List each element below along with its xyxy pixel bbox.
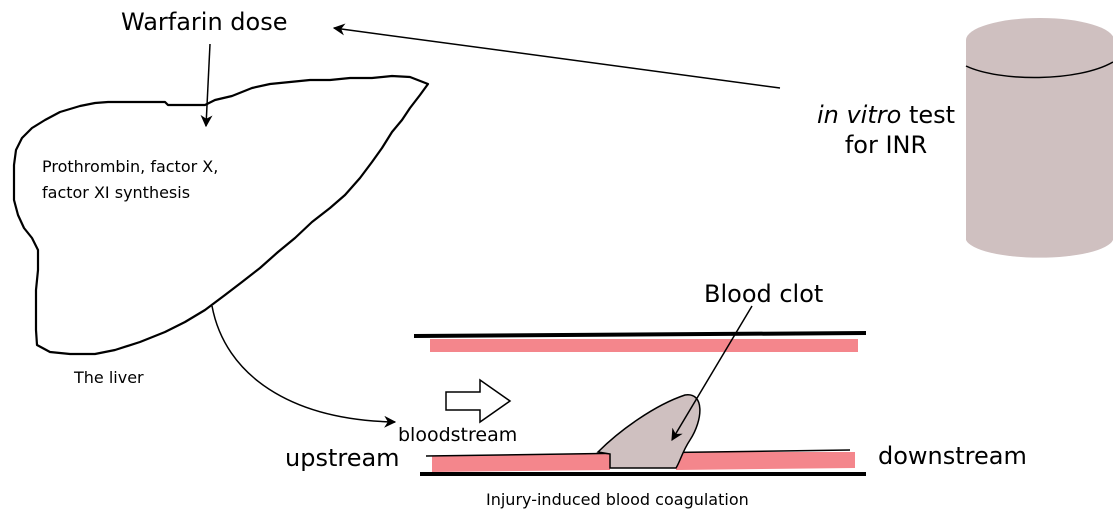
clot-label-arrow [672, 306, 752, 440]
liver-outline [14, 76, 428, 354]
inr-test-rest: test [901, 101, 955, 129]
vessel-top-line [414, 333, 866, 336]
vessel-top-wall [430, 339, 858, 352]
downstream-label: downstream [878, 442, 1027, 470]
upstream-label: upstream [285, 444, 400, 472]
flow-direction-arrow [446, 380, 510, 422]
bloodstream-label: bloodstream [398, 424, 517, 446]
liver-to-bloodstream-arrow [212, 306, 395, 422]
inr-test-line2: for INR [806, 130, 966, 160]
vessel-wall-right [676, 452, 855, 470]
inr-test-italic: in vitro [817, 101, 901, 129]
blood-clot-label: Blood clot [704, 280, 823, 308]
liver-synthesis-line1: Prothrombin, factor X, [42, 154, 218, 180]
liver-synthesis-line2: factor XI synthesis [42, 180, 218, 206]
inr-test-line1: in vitro test [806, 100, 966, 130]
liver-synthesis-label: Prothrombin, factor X, factor XI synthes… [42, 154, 218, 206]
inr-test-label: in vitro test for INR [806, 100, 966, 160]
diagram-caption: Injury-induced blood coagulation [486, 490, 749, 509]
liver-caption: The liver [74, 368, 144, 387]
vessel-wall-left [432, 454, 610, 472]
warfarin-dose-label: Warfarin dose [121, 8, 288, 36]
inr-test-cylinder [966, 18, 1113, 258]
